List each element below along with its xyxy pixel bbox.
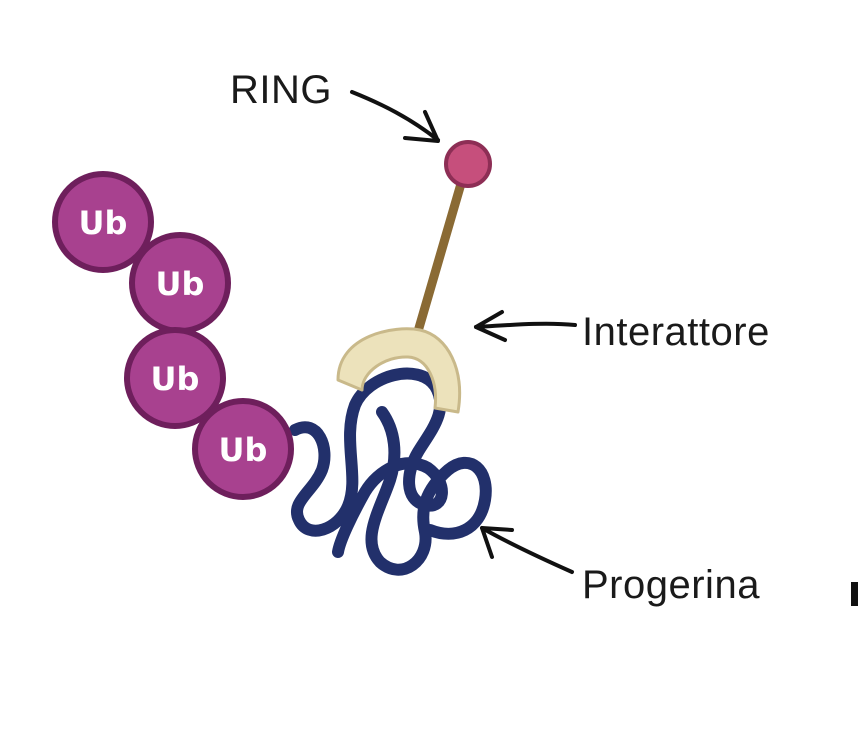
interactor-arrow xyxy=(474,310,577,342)
ubiquitin-4-label: Ub xyxy=(219,431,268,469)
interactor-label: Interattore xyxy=(582,310,770,354)
progerin-arrow xyxy=(480,526,574,574)
edge-fragment xyxy=(851,582,858,606)
ring-arrow xyxy=(350,90,440,143)
ring-linker-stick xyxy=(407,165,470,357)
ubiquitin-chain: Ub Ub Ub Ub xyxy=(52,171,294,500)
ubiquitin-1-label: Ub xyxy=(79,204,128,242)
ubiquitin-2: Ub xyxy=(129,232,231,334)
ubiquitin-3: Ub xyxy=(124,327,226,429)
ubiquitin-4: Ub xyxy=(192,398,294,500)
interactor-cap xyxy=(336,327,462,414)
ubiquitin-3-label: Ub xyxy=(151,360,200,398)
ring-domain xyxy=(444,140,492,188)
progerin-label: Progerina xyxy=(582,563,760,607)
ubiquitin-1: Ub xyxy=(52,171,154,273)
ubiquitin-2-label: Ub xyxy=(156,265,205,303)
ring-label: RING xyxy=(230,68,332,112)
